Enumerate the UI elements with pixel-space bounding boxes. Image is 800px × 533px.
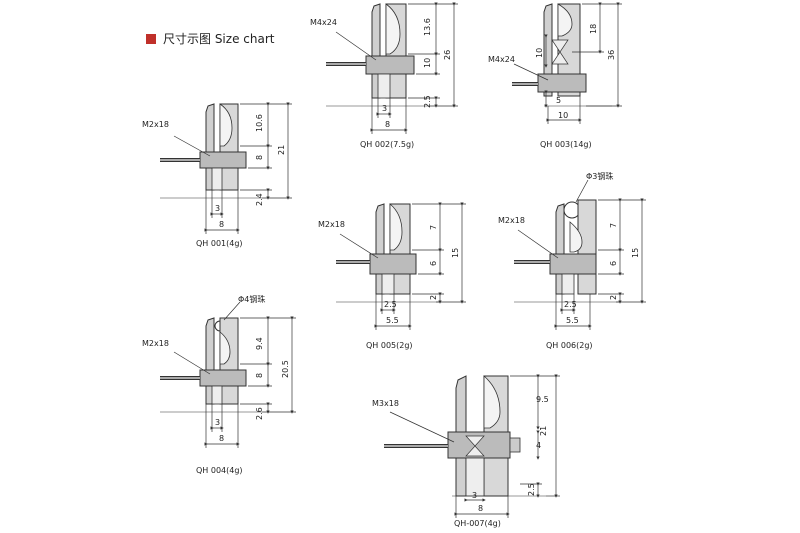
qh001-dim-total: 21 bbox=[277, 145, 286, 155]
qh006-dim-total: 15 bbox=[631, 248, 640, 258]
qh001-screw-label: M2x18 bbox=[142, 120, 169, 129]
qh007-dim-width: 8 bbox=[478, 504, 483, 513]
qh002-dim-d1: 13.6 bbox=[423, 18, 432, 36]
qh001-dim-d2: 8 bbox=[255, 155, 264, 160]
qh002-dimension-lines bbox=[370, 2, 458, 134]
qh003-caption: QH 003(14g) bbox=[540, 140, 592, 149]
qh007-screw-label: M3x18 bbox=[372, 399, 399, 408]
qh003-dimension-lines bbox=[544, 2, 622, 124]
qh004-body bbox=[160, 317, 262, 413]
qh003-dim-d1: 18 bbox=[589, 24, 598, 34]
qh005-dimension-lines bbox=[374, 202, 466, 330]
qh004-dim-bottom: 2.6 bbox=[255, 407, 264, 420]
qh006-screw-label: M2x18 bbox=[498, 216, 525, 225]
qh002-dim-groove: 3 bbox=[382, 104, 387, 113]
qh001-dimension-lines bbox=[204, 102, 292, 234]
qh001-dim-bottom: 2.4 bbox=[255, 193, 264, 206]
qh007-dim-d2: 4 bbox=[536, 441, 541, 450]
qh005-body bbox=[336, 203, 440, 303]
qh006-caption: QH 006(2g) bbox=[546, 341, 593, 350]
qh007-dim-d1: 9.5 bbox=[536, 395, 549, 404]
qh003-screw-label: M4x24 bbox=[488, 55, 515, 64]
part-qh004: M2x18 Φ4钢珠 9.4 8 20.5 2.6 3 8 QH 004(4g) bbox=[142, 294, 296, 475]
qh004-dimension-lines bbox=[204, 316, 296, 448]
qh001-dim-d1: 10.6 bbox=[255, 114, 264, 132]
part-qh002: M4x24 13.6 10 26 2.5 3 8 QH 002(7.5g) bbox=[310, 2, 458, 149]
qh005-dim-groove: 2.5 bbox=[384, 300, 397, 309]
qh003-dim-width: 10 bbox=[558, 111, 568, 120]
qh005-dim-d2: 6 bbox=[429, 261, 438, 266]
qh001-dim-width: 8 bbox=[219, 220, 224, 229]
qh001-caption: QH 001(4g) bbox=[196, 239, 243, 248]
qh003-dim-d2: 10 bbox=[535, 48, 544, 58]
qh005-dim-total: 15 bbox=[451, 248, 460, 258]
qh005-dim-bottom: 2 bbox=[429, 295, 438, 300]
header-title: 尺寸示图 Size chart bbox=[163, 32, 275, 46]
qh005-caption: QH 005(2g) bbox=[366, 341, 413, 350]
qh003-dim-bottom: 5 bbox=[556, 96, 561, 105]
qh004-dim-d1: 9.4 bbox=[255, 337, 264, 350]
qh006-ball-label: Φ3钢珠 bbox=[586, 171, 613, 181]
size-chart-header: 尺寸示图 Size chart bbox=[146, 30, 274, 47]
qh006-dim-groove: 2.5 bbox=[564, 300, 577, 309]
qh005-dim-d1: 7 bbox=[429, 225, 438, 230]
qh007-dim-bottom: 2.5 bbox=[527, 483, 536, 496]
qh005-screw-label: M2x18 bbox=[318, 220, 345, 229]
qh007-body bbox=[384, 375, 546, 497]
qh007-dim-total: 21 bbox=[539, 426, 548, 436]
qh006-dim-width: 5.5 bbox=[566, 316, 579, 325]
qh004-ball-label: Φ4钢珠 bbox=[238, 294, 265, 304]
qh006-body bbox=[514, 199, 620, 303]
part-qh001: M2x18 10.6 8 21 2.4 3 8 QH 001(4g) bbox=[142, 102, 292, 248]
qh005-dim-width: 5.5 bbox=[386, 316, 399, 325]
qh004-screw-label: M2x18 bbox=[142, 339, 169, 348]
qh002-screw-label: M4x24 bbox=[310, 18, 337, 27]
part-qh006: M2x18 Φ3钢珠 7 6 15 2 2.5 5.5 QH 006(2g) bbox=[498, 171, 646, 350]
qh001-body bbox=[160, 103, 262, 199]
header-marker-square bbox=[146, 33, 156, 44]
qh007-caption: QH-007(4g) bbox=[454, 519, 501, 528]
part-qh007: M3x18 9.5 4 21 2.5 3 8 QH-007(4g) bbox=[372, 374, 560, 528]
qh004-dim-d2: 8 bbox=[255, 373, 264, 378]
qh007-dimension-lines bbox=[454, 374, 560, 518]
qh003-body bbox=[512, 3, 612, 107]
qh004-caption: QH 004(4g) bbox=[196, 466, 243, 475]
qh007-dim-groove: 3 bbox=[472, 491, 477, 500]
qh002-dim-total: 26 bbox=[443, 50, 452, 60]
qh004-dim-total: 20.5 bbox=[281, 360, 290, 378]
qh004-dim-width: 8 bbox=[219, 434, 224, 443]
qh006-dim-bottom: 2 bbox=[609, 295, 618, 300]
qh006-dimension-lines bbox=[554, 198, 646, 330]
qh002-dim-bottom: 2.5 bbox=[423, 95, 432, 108]
qh003-dim-total: 36 bbox=[607, 50, 616, 60]
part-qh005: M2x18 7 6 15 2 2.5 5.5 QH 005(2g) bbox=[318, 202, 466, 350]
qh002-body bbox=[326, 3, 430, 107]
qh004-dim-groove: 3 bbox=[215, 418, 220, 427]
qh006-dim-d1: 7 bbox=[609, 223, 618, 228]
qh002-dim-width: 8 bbox=[385, 120, 390, 129]
part-qh003: M4x24 18 10 36 5 10 QH 003(14g) bbox=[488, 2, 622, 149]
qh006-dim-d2: 6 bbox=[609, 261, 618, 266]
qh001-dim-groove: 3 bbox=[215, 204, 220, 213]
qh002-caption: QH 002(7.5g) bbox=[360, 140, 414, 149]
qh002-dim-d2: 10 bbox=[423, 58, 432, 68]
